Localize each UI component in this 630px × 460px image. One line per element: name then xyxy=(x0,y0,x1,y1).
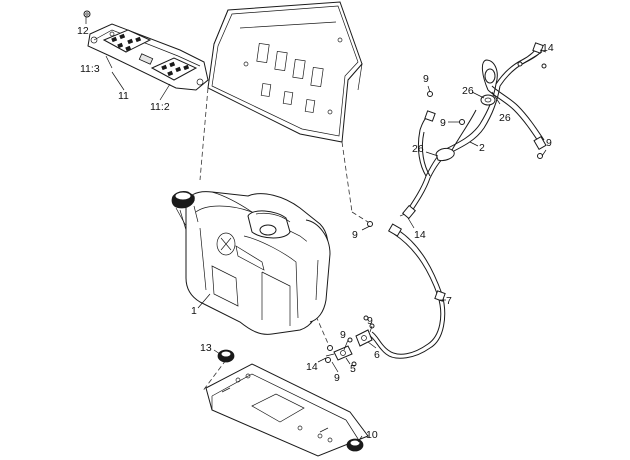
callout-26-lower: 26 xyxy=(412,143,424,155)
callout-2: 2 xyxy=(479,142,485,154)
callout-10: 10 xyxy=(366,429,378,441)
callout-9-right: 9 xyxy=(546,137,552,149)
screw-12 xyxy=(83,10,91,18)
callout-9-tank-top: 9 xyxy=(352,229,358,241)
leader-lines xyxy=(85,17,547,443)
control-panel-bracket xyxy=(87,23,209,91)
assembly-dashed-lines xyxy=(199,87,411,393)
callout-6: 6 xyxy=(374,349,380,361)
callout-labels: 12 11:3 11 11:2 14 9 26 26 9 2 9 26 9 14… xyxy=(77,25,554,441)
callout-11-2: 11:2 xyxy=(150,101,170,113)
hose-7 xyxy=(369,223,446,359)
hose-clamps-9 xyxy=(367,61,547,227)
switch-block-upper xyxy=(102,29,152,53)
callout-5: 5 xyxy=(350,363,356,375)
callout-9-middle: 9 xyxy=(440,117,446,129)
callout-14-middle: 14 xyxy=(414,229,426,241)
clamps-small xyxy=(325,315,375,367)
callout-9-fitting-left: 9 xyxy=(340,329,346,341)
grommet-10 xyxy=(346,438,364,452)
callout-12: 12 xyxy=(77,25,89,37)
callout-26-right: 26 xyxy=(499,112,511,124)
tank-mounting-plate xyxy=(205,363,369,457)
callout-9-fitting-right: 9 xyxy=(367,315,373,327)
callout-7: 7 xyxy=(446,295,452,307)
callout-9-bottom: 9 xyxy=(334,372,340,384)
callout-26-upper: 26 xyxy=(462,85,474,97)
callout-14-bottom: 14 xyxy=(306,361,318,373)
callout-11-3: 11:3 xyxy=(80,63,100,75)
fitting-5 xyxy=(325,345,353,361)
callout-9-top-left: 9 xyxy=(423,73,429,85)
frame-panel xyxy=(207,1,363,143)
switch-block-lower xyxy=(150,57,198,81)
hose-2 xyxy=(402,42,547,220)
callout-13: 13 xyxy=(200,342,212,354)
callout-11: 11 xyxy=(118,90,129,102)
grommet-13 xyxy=(217,349,235,363)
callout-14-top: 14 xyxy=(542,42,554,54)
spray-tank xyxy=(171,191,331,335)
callout-1: 1 xyxy=(191,305,197,317)
